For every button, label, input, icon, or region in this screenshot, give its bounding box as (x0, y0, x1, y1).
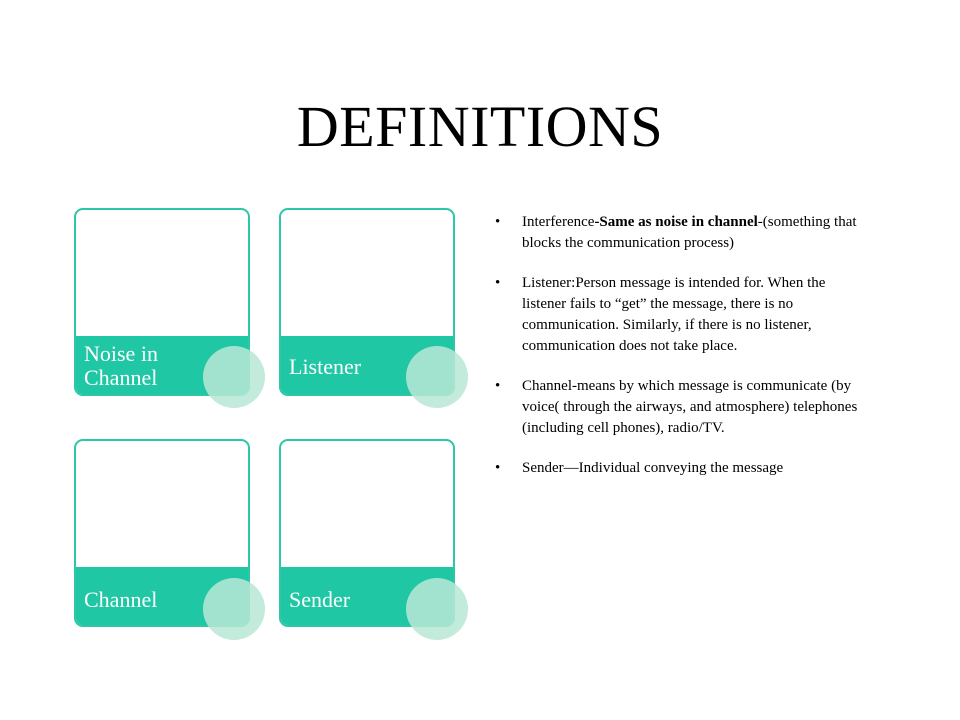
card-label-line-2: Channel (84, 365, 158, 390)
list-item: • Channel-means by which message is comm… (492, 376, 868, 439)
definition-bold: -Same as noise in channel (594, 214, 758, 230)
card-label-line-1: Noise in (84, 341, 158, 366)
card-circle-decoration (406, 346, 468, 408)
bullet-icon: • (495, 275, 501, 291)
definition-text: Channel-means by which message is commun… (522, 378, 858, 436)
card-label: Listener (289, 354, 362, 379)
card-circle-decoration (203, 346, 265, 408)
card-circle-decoration (203, 578, 265, 640)
slide-title: DEFINITIONS (296, 94, 664, 159)
definition-text: -(something that blocks the communicatio… (522, 214, 857, 251)
list-item: • Listener:Person message is intended fo… (492, 273, 868, 357)
card-label: Channel (84, 587, 158, 612)
card-noise-in-channel: Noise in Channel (74, 208, 250, 396)
card-label: Sender (289, 587, 351, 612)
card-label: Noise in Channel (84, 342, 158, 390)
list-item: • Sender—Individual conveying the messag… (492, 458, 868, 479)
definition-term: Interference (522, 214, 595, 230)
definition-text: Listener:Person message is intended for.… (522, 275, 826, 354)
bullet-icon: • (495, 460, 501, 476)
definition-text: Sender—Individual conveying the message (522, 460, 784, 476)
definitions-list: • Interference-Same as noise in channel-… (492, 212, 868, 498)
bullet-icon: • (495, 214, 501, 230)
list-item: • Interference-Same as noise in channel-… (492, 212, 868, 254)
bullet-icon: • (495, 378, 501, 394)
card-circle-decoration (406, 578, 468, 640)
